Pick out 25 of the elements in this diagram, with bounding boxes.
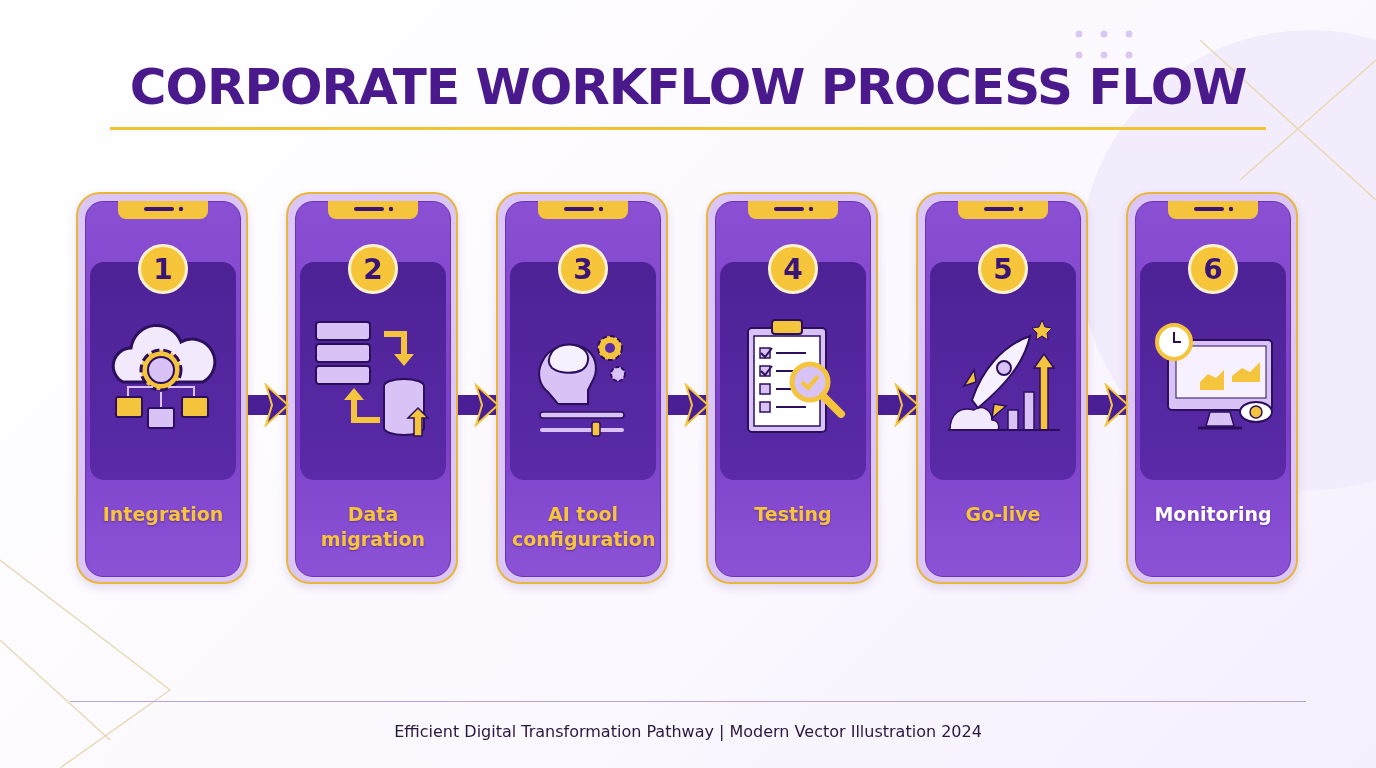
arrow [668, 384, 709, 426]
step-label: Go-live [964, 502, 1042, 527]
step-number: 2 [348, 244, 398, 294]
step-card [496, 192, 668, 584]
arrow [878, 384, 919, 426]
step-number: 1 [138, 244, 188, 294]
step-label: Testing [753, 502, 833, 527]
step-number: 5 [978, 244, 1028, 294]
step-card [706, 192, 878, 584]
arrow [458, 384, 499, 426]
step-label: Monitoring [1153, 502, 1273, 527]
arrow [1088, 384, 1129, 426]
arrow [248, 384, 289, 426]
caption: Efficient Digital Transformation Pathway | Modern Vector Illustration 2024 [393, 722, 983, 741]
step-number: 4 [768, 244, 818, 294]
step-number: 6 [1188, 244, 1238, 294]
step-card [916, 192, 1088, 584]
title: CORPORATE WORKFLOW PROCESS FLOW [128, 58, 1248, 116]
step-number: 3 [558, 244, 608, 294]
step-card [76, 192, 248, 584]
step-card [286, 192, 458, 584]
step-label: Data migration [319, 502, 427, 552]
step-card [1126, 192, 1298, 584]
step-label: AI tool configuration [512, 502, 654, 552]
step-label: Integration [101, 502, 225, 527]
